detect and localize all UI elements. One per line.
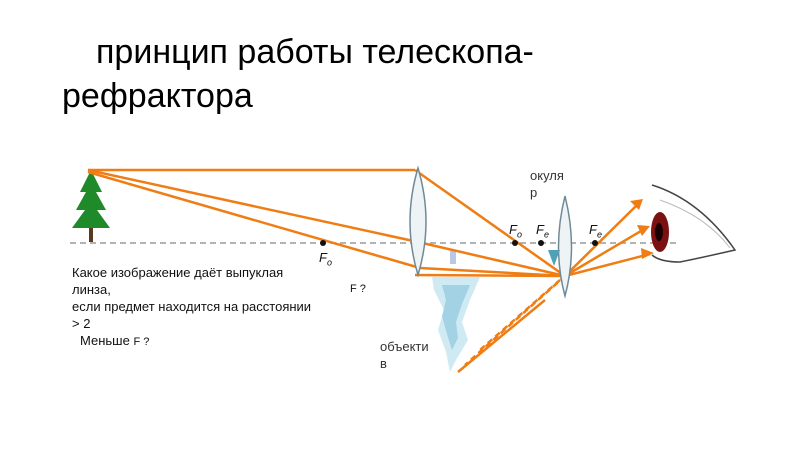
focal-label-sub: o xyxy=(326,257,332,268)
focal-label-sub: e xyxy=(543,229,549,240)
focal-label-sub: e xyxy=(596,229,602,240)
focal-label-eyepiece-right: Fe xyxy=(589,222,602,240)
eye-icon xyxy=(651,184,737,263)
focal-label-letter: F xyxy=(509,222,517,237)
eyepiece-label: окуля р xyxy=(530,167,564,201)
focal-label-letter: F xyxy=(319,250,327,265)
objective-lens xyxy=(409,165,427,278)
eyepiece-lens xyxy=(557,195,573,299)
focal-label-letter: F xyxy=(536,222,544,237)
focal-label-objective-right: Fo xyxy=(509,222,522,240)
question-text: Какое изображение даёт выпуклая линза, F… xyxy=(72,264,372,332)
focal-point-eyepiece-right xyxy=(592,240,598,246)
answer-text: Меньше F ? xyxy=(80,333,149,348)
answer-word: Меньше xyxy=(80,333,130,348)
question-line-3: если предмет находится на расстоянии xyxy=(72,299,312,314)
objective-label-line-2: в xyxy=(380,356,387,371)
eyepiece-image xyxy=(548,250,560,266)
focal-label-objective-left: Fo xyxy=(319,250,332,268)
eyepiece-label-line-1: окуля xyxy=(530,168,564,183)
answer-f: F ? xyxy=(133,336,150,348)
objective-label: объекти в xyxy=(380,338,429,372)
title-line-1: принцип работы телескопа- xyxy=(96,33,534,71)
light-rays xyxy=(87,168,651,373)
question-line-1: Какое изображение даёт выпуклая xyxy=(72,265,284,280)
question-line-4: > 2 xyxy=(72,316,91,331)
focal-point-objective-right xyxy=(512,240,518,246)
question-line-2-f: F ? xyxy=(350,283,366,295)
eyepiece-label-line-2: р xyxy=(530,185,538,200)
focal-label-eyepiece-left: Fe xyxy=(536,222,549,240)
objective-label-line-1: объекти xyxy=(380,339,429,354)
question-line-2: линза, F ? xyxy=(72,281,372,298)
ray-arrowheads xyxy=(630,199,654,259)
page-title: принцип работы телескопа- рефрактора xyxy=(62,30,534,118)
focal-point-objective-left xyxy=(320,240,326,246)
title-line-2: рефрактора xyxy=(62,77,253,115)
focal-label-sub: o xyxy=(516,229,522,240)
focal-label-letter: F xyxy=(589,222,597,237)
intermediate-image xyxy=(432,250,480,372)
tree-object xyxy=(72,170,110,242)
question-line-2-text: линза, xyxy=(72,282,111,297)
focal-point-eyepiece-left xyxy=(538,240,544,246)
